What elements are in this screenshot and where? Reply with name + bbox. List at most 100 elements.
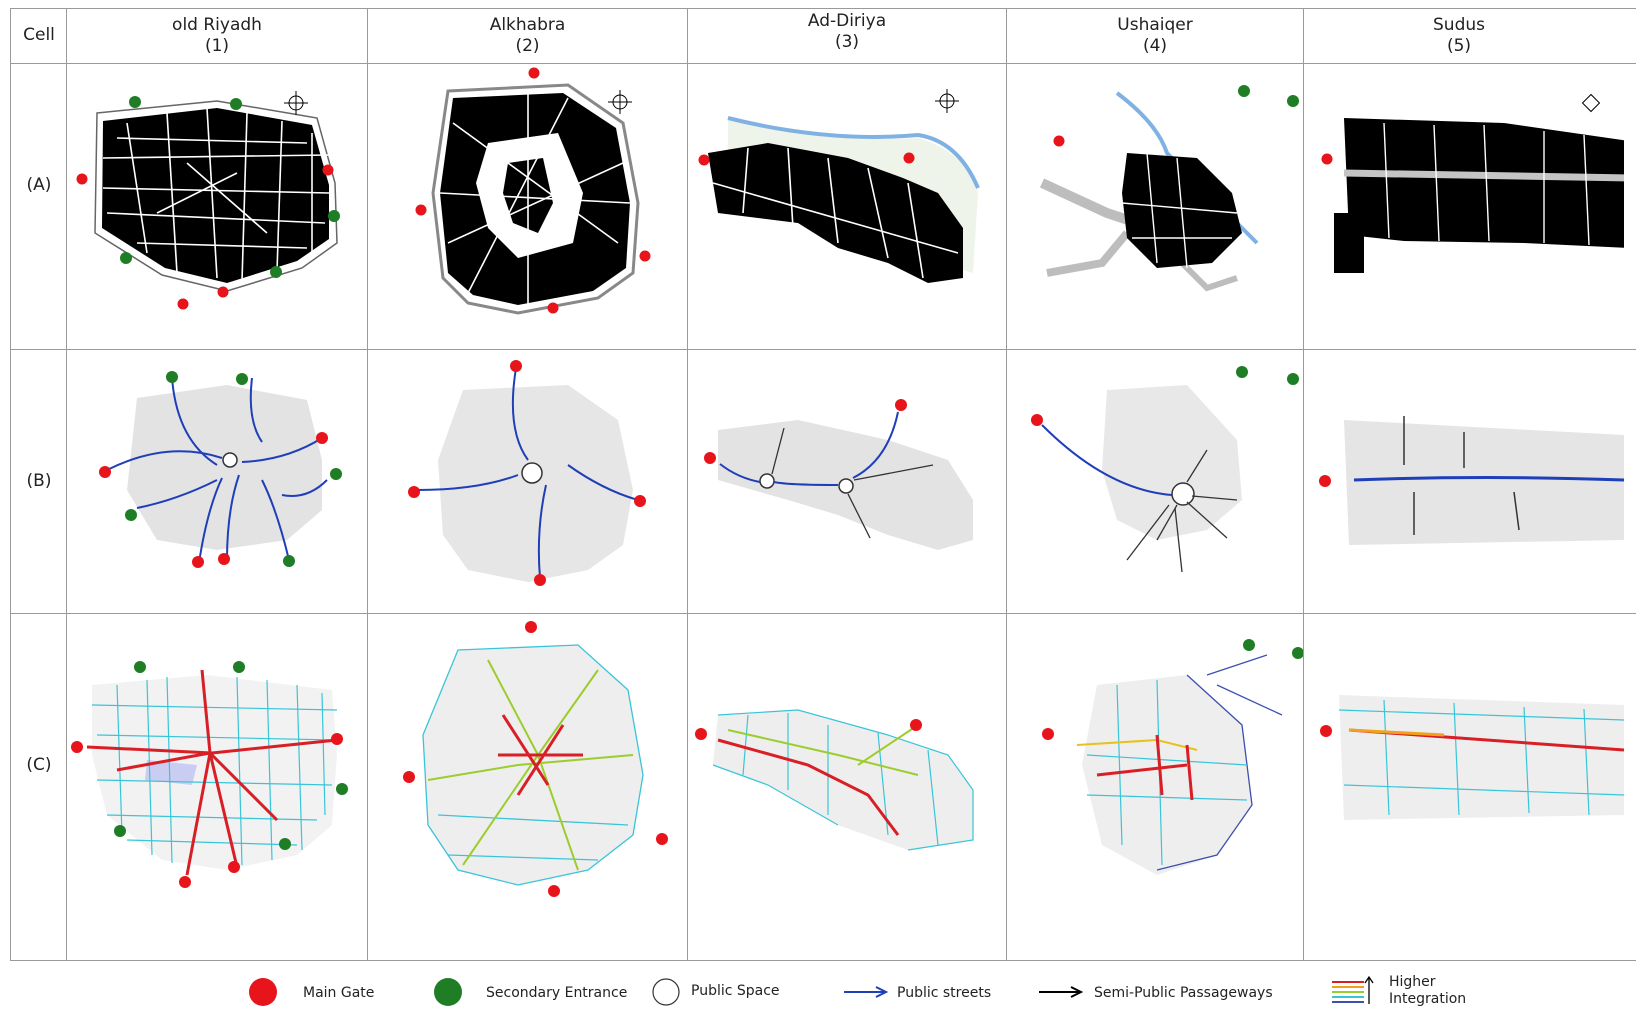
main-gate-icon (192, 556, 204, 568)
secondary-entrance-icon (230, 98, 242, 110)
map-sudus-figure-ground (1321, 93, 1624, 273)
integration-ad-diriya (695, 709, 974, 851)
integration-sudus (1320, 695, 1624, 820)
public-space-legend-icon (652, 978, 680, 1006)
main-gate-icon (534, 574, 546, 586)
main-gate-icon (525, 621, 537, 633)
public-space-icon (759, 473, 775, 489)
secondary-entrance-icon (114, 825, 126, 837)
main-gate-icon (548, 885, 560, 897)
row-label-b: (B) (26, 471, 52, 491)
column-number: (5) (1446, 36, 1472, 56)
integration-ushaiqer (1042, 639, 1303, 875)
column-name: Ad-Diriya (807, 11, 887, 31)
column-header-alkhabra: Alkhabra (2) (368, 15, 687, 57)
main-gate-icon (895, 399, 907, 411)
secondary-entrance-icon (279, 838, 291, 850)
movement-ad-diriya (704, 399, 973, 550)
main-gate-icon (1320, 725, 1332, 737)
secondary-entrance-icon (166, 371, 178, 383)
main-gate-icon (547, 302, 559, 314)
main-gate-icon (177, 298, 189, 310)
main-gate-legend-icon (249, 978, 277, 1006)
secondary-entrance-icon (1287, 95, 1299, 107)
public-space-icon (838, 478, 854, 494)
main-gate-icon (218, 553, 230, 565)
main-gate-icon (76, 173, 88, 185)
public-space-icon (1171, 482, 1195, 506)
map-ushaiqer-figure-ground (1039, 85, 1299, 292)
column-name: Alkhabra (489, 15, 566, 35)
integration-gradient-icon (1332, 975, 1374, 1004)
legend-public-space: Public Space (691, 983, 780, 999)
secondary-entrance-icon (233, 661, 245, 673)
main-gate-icon (408, 486, 420, 498)
north-arrow-icon (1581, 93, 1601, 113)
main-gate-icon (217, 286, 229, 298)
main-gate-icon (228, 861, 240, 873)
main-gate-icon (331, 733, 343, 745)
row-label-c: (C) (26, 755, 52, 775)
main-gate-icon (1053, 135, 1065, 147)
integration-old-riyadh (71, 661, 348, 888)
legend-main-gate: Main Gate (303, 985, 375, 1001)
main-gate-icon (634, 495, 646, 507)
column-number: (4) (1142, 36, 1168, 56)
secondary-entrance-icon (1243, 639, 1255, 651)
column-number: (2) (515, 36, 540, 56)
secondary-entrance-icon (1287, 373, 1299, 385)
legend-semi-public-passageways: Semi-Public Passageways (1094, 985, 1273, 1001)
secondary-entrance-icon (125, 509, 137, 521)
cell-header: Cell (23, 25, 55, 45)
map-ad-diriya-figure-ground (698, 89, 980, 283)
column-header-sudus: Sudus (5) (1304, 15, 1614, 57)
secondary-entrance-icon (1292, 647, 1303, 659)
row-label-a: (A) (26, 175, 52, 195)
main-gate-icon (698, 154, 710, 166)
movement-alkhabra (408, 360, 646, 586)
north-arrow-icon (608, 90, 632, 114)
main-gate-icon (903, 152, 915, 164)
secondary-entrance-icon (328, 210, 340, 222)
secondary-entrance-icon (1236, 366, 1248, 378)
secondary-entrance-icon (1238, 85, 1250, 97)
main-gate-icon (1042, 728, 1054, 740)
main-gate-icon (704, 452, 716, 464)
column-header-ad-diriya: Ad-Diriya (3) (688, 11, 1006, 53)
secondary-entrance-icon (330, 468, 342, 480)
legend-integration: Integration (1389, 991, 1467, 1007)
main-gate-icon (510, 360, 522, 372)
column-header-old-riyadh: old Riyadh (1) (67, 15, 367, 57)
main-gate-icon (910, 719, 922, 731)
north-arrow-icon (284, 91, 308, 115)
map-alkhabra-figure-ground (415, 67, 651, 315)
secondary-entrance-icon (129, 96, 141, 108)
column-number: (3) (834, 32, 860, 52)
public-streets-arrow-icon (844, 986, 889, 998)
column-name: Ushaiqer (1117, 15, 1193, 35)
column-name: Sudus (1433, 15, 1485, 35)
legend-higher: Higher (1389, 974, 1436, 990)
main-gate-icon (1319, 475, 1331, 487)
legend-secondary-entrance: Secondary Entrance (486, 985, 628, 1001)
legend-public-streets: Public streets (897, 985, 992, 1001)
column-header-ushaiqer: Ushaiqer (4) (1007, 15, 1303, 57)
main-gate-icon (528, 67, 540, 79)
main-gate-icon (415, 204, 427, 216)
secondary-entrance-icon (236, 373, 248, 385)
main-gate-icon (639, 250, 651, 262)
main-gate-icon (316, 432, 328, 444)
movement-ushaiqer (1031, 366, 1299, 573)
main-gate-icon (1321, 153, 1333, 165)
main-gate-icon (695, 728, 707, 740)
main-gate-icon (656, 833, 668, 845)
comparison-table: Cell old Riyadh (1) Alkhabra (2) Ad-Diri… (10, 8, 1636, 961)
secondary-entrance-legend-icon (434, 978, 462, 1006)
main-gate-icon (99, 466, 111, 478)
main-gate-icon (403, 771, 415, 783)
secondary-entrance-icon (336, 783, 348, 795)
secondary-entrance-icon (120, 252, 132, 264)
public-space-icon (521, 462, 543, 484)
movement-old-riyadh (99, 371, 342, 568)
main-gate-icon (179, 876, 191, 888)
